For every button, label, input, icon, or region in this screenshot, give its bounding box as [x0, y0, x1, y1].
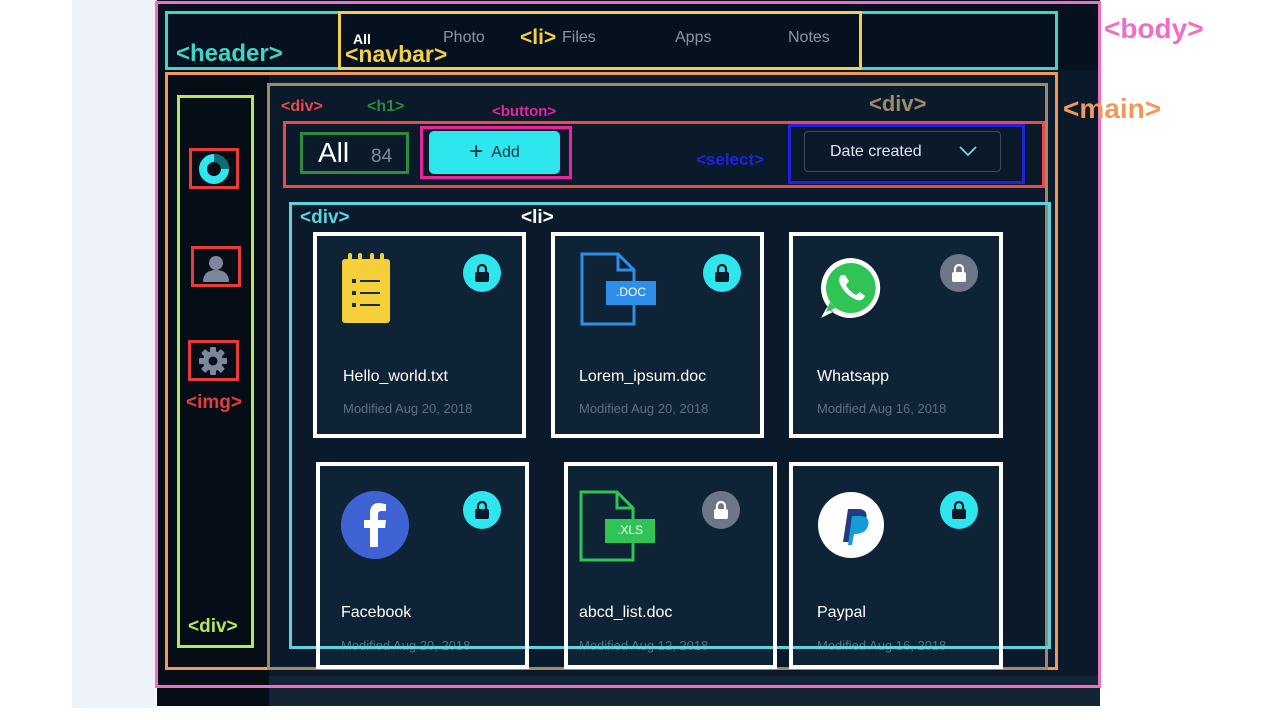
header-tag-label: <header>: [176, 40, 283, 67]
div-tag-label: <div>: [869, 91, 927, 116]
page-background-strip: [72, 0, 156, 708]
toolbar-div-tag-label: <div>: [281, 98, 323, 115]
add-button[interactable]: + Add: [429, 131, 560, 174]
gear-icon[interactable]: [190, 342, 236, 379]
card-modified: Modified Aug 12, 2018: [579, 638, 709, 653]
card-title: Whatsapp: [817, 368, 890, 385]
card-title: Facebook: [341, 604, 412, 621]
body-tag-label: <body>: [1104, 13, 1204, 44]
doc-file-icon: .DOC: [580, 252, 660, 331]
file-card[interactable]: .DOC Lorem_ipsum.doc Modified Aug 20, 20…: [554, 233, 762, 436]
card-title: Lorem_ipsum.doc: [579, 368, 707, 385]
xls-file-icon: .XLS: [579, 490, 659, 569]
unlocked-icon[interactable]: [702, 491, 740, 529]
sidebar-div-tag-label: <div>: [188, 616, 238, 637]
file-card[interactable]: Facebook Modified Aug 20, 2018: [320, 465, 526, 668]
add-button-label: Add: [491, 143, 520, 161]
page-title: All: [318, 137, 350, 168]
item-count: 84: [371, 146, 393, 167]
lock-icon[interactable]: [703, 254, 741, 292]
card-modified: Modified Aug 16, 2018: [817, 638, 947, 653]
facebook-icon: [341, 491, 409, 564]
paypal-icon: [818, 492, 884, 563]
li-annotation-box: [313, 232, 526, 438]
button-tag-label: <button>: [492, 103, 557, 120]
card-title: Hello_world.txt: [343, 368, 448, 385]
li-annotation-box: [551, 232, 764, 438]
nav-item-apps[interactable]: Apps: [675, 29, 712, 46]
nav-item-files[interactable]: Files: [562, 29, 596, 46]
li-annotation-box: [564, 462, 777, 669]
select-tag-label: <select>: [696, 150, 765, 169]
card-modified: Modified Aug 16, 2018: [817, 401, 947, 416]
file-card[interactable]: Paypal Modified Aug 16, 2018: [792, 465, 1000, 668]
button-annotation-box: [420, 126, 572, 179]
img-annotation-box: [189, 148, 239, 189]
chevron-down-icon: [958, 144, 978, 163]
img-annotation-box: [188, 340, 239, 381]
file-card[interactable]: .XLS abcd_list.doc Modified Aug 12, 2018: [566, 465, 772, 668]
grid-div-annotation-box: [289, 202, 1051, 649]
nav-item-photo[interactable]: Photo: [443, 29, 485, 46]
img-tag-label: <img>: [186, 392, 242, 413]
toolbar-div-annotation-box: [283, 121, 1045, 188]
sidebar-div-annotation-box: [177, 95, 254, 648]
card-title: Paypal: [817, 604, 866, 621]
whatsapp-icon: [818, 255, 884, 326]
nav-item-notes[interactable]: Notes: [788, 29, 830, 46]
sort-select-value: Date created: [830, 142, 922, 160]
card-modified: Modified Aug 20, 2018: [341, 638, 471, 653]
h1-tag-label: <h1>: [367, 98, 405, 115]
file-card[interactable]: Hello_world.txt Modified Aug 20, 2018: [316, 233, 524, 436]
file-badge: .XLS: [616, 523, 643, 537]
file-badge: .DOC: [616, 285, 646, 299]
lock-icon[interactable]: [940, 491, 978, 529]
h1-annotation-box: [300, 132, 409, 174]
grid-div-tag-label: <div>: [300, 207, 350, 228]
lock-icon[interactable]: [463, 254, 501, 292]
li-nav-tag-label: <li>: [520, 26, 557, 49]
body-annotation-box: [155, 1, 1101, 688]
nav-item-all[interactable]: All: [353, 31, 371, 47]
unlocked-icon[interactable]: [940, 254, 978, 292]
bottom-bar: [269, 676, 1100, 706]
lock-icon[interactable]: [463, 491, 501, 529]
plus-icon: +: [469, 137, 484, 165]
li-annotation-box: [789, 462, 1003, 669]
user-icon[interactable]: [193, 249, 239, 286]
navbar-annotation-box: [338, 11, 862, 70]
card-modified: Modified Aug 20, 2018: [343, 401, 473, 416]
img-annotation-box: [191, 246, 241, 287]
file-card[interactable]: Whatsapp Modified Aug 16, 2018: [792, 233, 1000, 436]
select-annotation-box: [788, 124, 1025, 184]
sort-select[interactable]: Date created: [804, 131, 1001, 172]
main-tag-label: <main>: [1063, 93, 1162, 124]
notepad-icon: [342, 253, 390, 330]
li-annotation-box: [316, 462, 529, 669]
card-modified: Modified Aug 20, 2018: [579, 401, 709, 416]
donut-chart-icon[interactable]: [191, 150, 237, 187]
li-annotation-box: [789, 232, 1003, 438]
card-title: abcd_list.doc: [579, 604, 673, 621]
navbar-tag-label: <navbar>: [345, 41, 448, 67]
li-card-tag-label: <li>: [521, 207, 554, 228]
